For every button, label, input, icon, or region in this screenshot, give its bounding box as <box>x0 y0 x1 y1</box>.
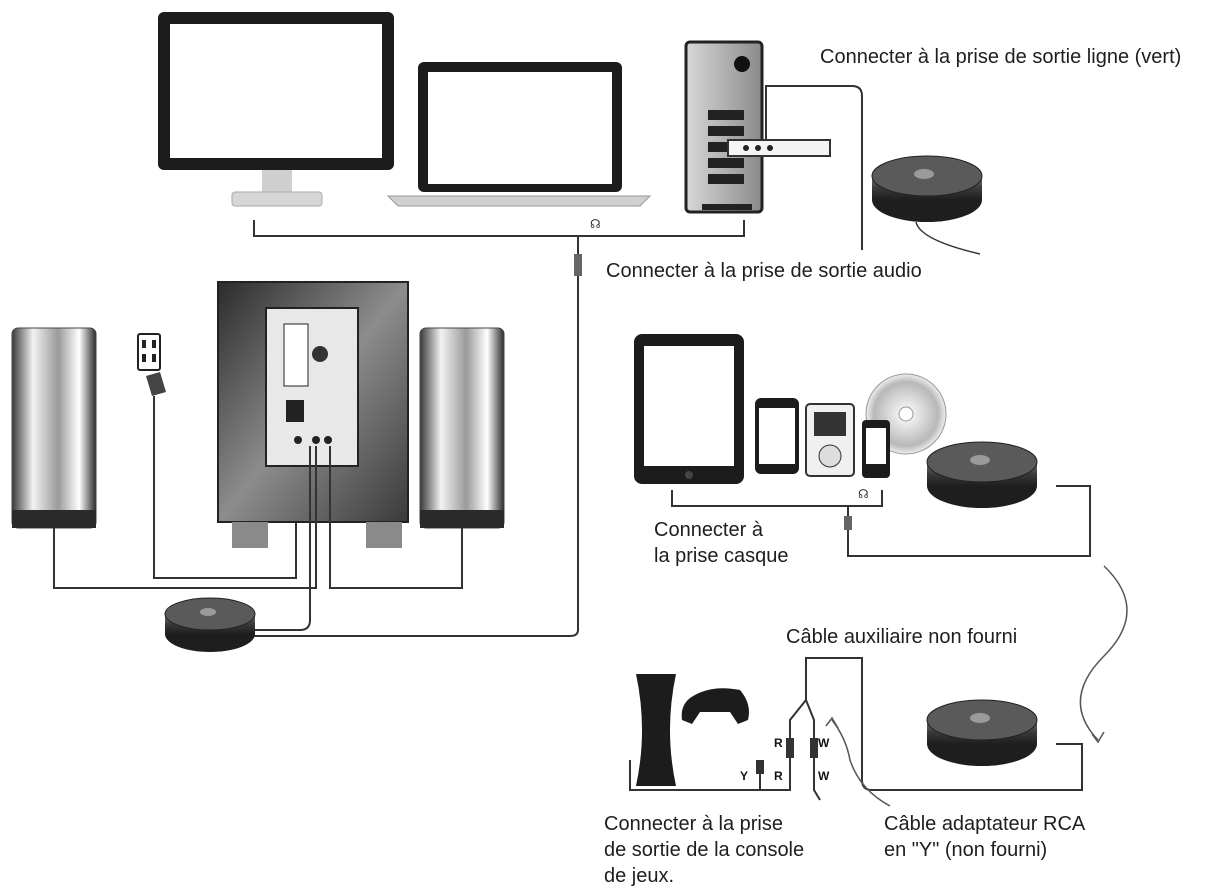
control-pod-mid <box>926 441 1038 508</box>
headphone-cable <box>847 485 1091 557</box>
line-out-cable <box>765 85 863 250</box>
label-aux-cable: Câble auxiliaire non fourni <box>786 626 1018 648</box>
control-pod-left <box>164 597 256 652</box>
smartphone <box>755 398 799 474</box>
power-outlet <box>137 333 161 371</box>
pc-tower <box>684 40 831 214</box>
connector-y: Y <box>740 769 749 783</box>
label-console-out: Connecter à la prise de sortie de la con… <box>604 813 805 887</box>
left-speaker <box>11 327 97 529</box>
audio-plug-top <box>574 254 582 276</box>
gamepad-icon <box>681 688 749 724</box>
hub-cable <box>240 446 311 631</box>
speaker-wire-right <box>329 446 463 589</box>
connector-r-top: R <box>774 736 783 750</box>
audio-cable-main <box>250 236 579 637</box>
control-pod-bottom <box>926 699 1038 766</box>
tablet <box>634 334 744 484</box>
label-rca-adapter: Câble adaptateur RCA en "Y" (non fourni) <box>884 813 1086 861</box>
control-pod-top <box>871 155 983 222</box>
bracket-mobile-devices <box>671 490 883 507</box>
music-player <box>805 403 855 477</box>
laptop <box>386 62 652 207</box>
speaker-wire-left <box>53 446 317 589</box>
rca-arrow <box>831 719 891 807</box>
curved-arrow-right <box>1079 565 1128 741</box>
headphone-icon-mobile: ☊ <box>858 487 869 501</box>
connector-w-bottom: W <box>818 769 830 783</box>
right-speaker <box>419 327 505 529</box>
connector-r-bottom: R <box>774 769 783 783</box>
subwoofer <box>217 281 409 548</box>
headphone-icon-top: ☊ <box>590 217 601 231</box>
label-headphone: Connecter à la prise casque <box>654 519 789 567</box>
aux-cable <box>805 657 1083 791</box>
label-line-out: Connecter à la prise de sortie ligne (ve… <box>820 46 1182 68</box>
desktop-monitor <box>158 12 394 207</box>
connector-w-top: W <box>818 736 830 750</box>
power-plug-icon <box>146 372 166 396</box>
label-audio-out: Connecter à la prise de sortie audio <box>606 260 922 282</box>
mobile-phone <box>862 420 890 478</box>
bracket-top-devices <box>253 220 745 237</box>
game-console <box>636 674 676 786</box>
